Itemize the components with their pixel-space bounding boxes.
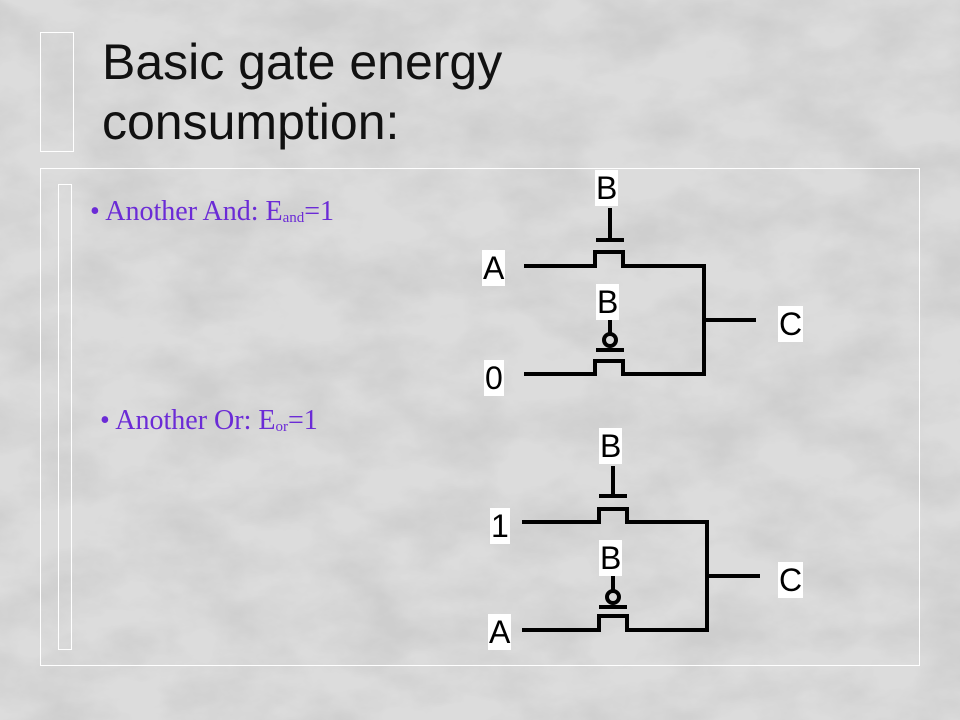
or-bottom-channel: [522, 614, 707, 632]
slide-title: Basic gate energy consumption:: [102, 32, 502, 152]
or-top-channel: [522, 507, 707, 524]
content-frame: [40, 168, 920, 666]
and-bottom-gate-bubble: [602, 332, 618, 348]
bullet-or: • Another Or: Eor=1: [100, 405, 318, 436]
bullet-and-subscript: and: [282, 210, 305, 226]
or-input-bottom-label: A: [488, 614, 512, 650]
or-bottom-gate-label: B: [599, 540, 623, 576]
and-top-gate-label: B: [595, 170, 619, 206]
and-bottom-channel: [524, 359, 704, 376]
or-bottom-gate-bubble: [605, 589, 621, 605]
bullet-and: • Another And: Eand=1: [90, 196, 335, 227]
and-output-label: C: [778, 306, 804, 342]
or-input-top-label: 1: [490, 508, 510, 544]
bullet-or-subscript: or: [275, 419, 288, 435]
and-bottom-gate-label: B: [596, 284, 620, 320]
bullet-or-text: Another Or: E: [115, 405, 276, 436]
or-circuit: [522, 466, 760, 632]
content-bar-left: [58, 184, 72, 650]
title-line-2: consumption:: [102, 94, 400, 150]
title-line-1: Basic gate energy: [102, 34, 503, 90]
and-top-channel: [524, 250, 704, 268]
bullet-and-suffix: =1: [304, 196, 335, 227]
or-output-label: C: [778, 562, 804, 598]
title-bar-left: [40, 32, 74, 152]
or-top-gate-label: B: [599, 428, 623, 464]
and-input-bottom-label: 0: [484, 360, 504, 396]
bullet-or-suffix: =1: [287, 405, 318, 436]
and-circuit: [524, 208, 756, 376]
and-input-top-label: A: [482, 250, 506, 286]
bullet-and-text: Another And: E: [105, 196, 283, 227]
